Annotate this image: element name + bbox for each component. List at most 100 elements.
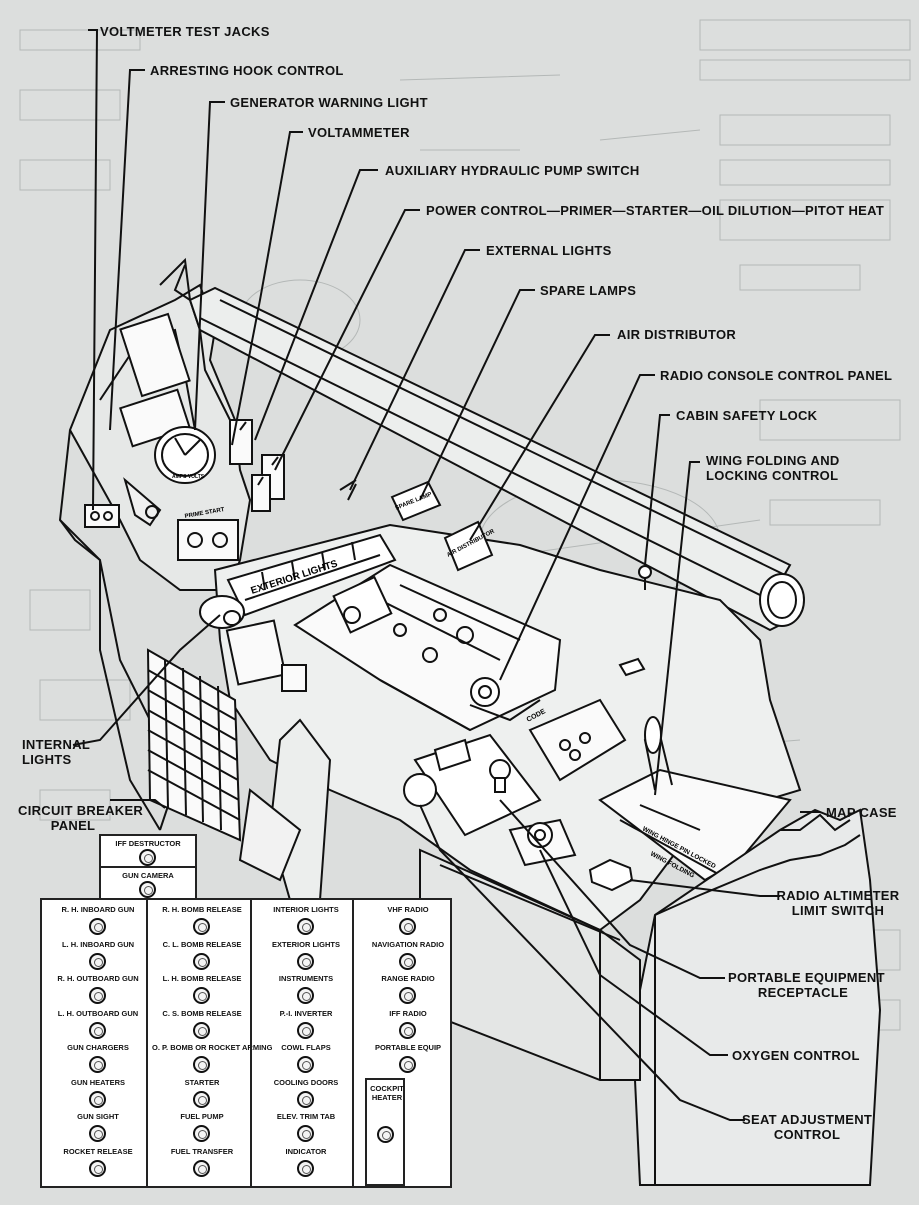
circuit-breaker-label: RANGE RADIO — [381, 974, 435, 983]
circuit-breaker-knob — [139, 881, 156, 898]
circuit-breaker-knob — [193, 918, 210, 935]
circuit-breaker-knob — [139, 849, 156, 866]
panel-divider — [146, 900, 148, 1186]
circuit-breaker: GUN CHARGERS — [48, 1042, 148, 1076]
circuit-breaker-knob — [297, 918, 314, 935]
callout-radio-altimeter-line2: LIMIT SWITCH — [791, 903, 885, 918]
circuit-breaker-label: P.-I. INVERTER — [279, 1008, 333, 1018]
circuit-breaker-knob — [193, 1159, 210, 1177]
circuit-breaker: COOLING DOORS — [256, 1077, 356, 1111]
callout-circuit-breaker-panel-line2: PANEL — [50, 818, 96, 833]
circuit-breaker-panel: R. H. INBOARD GUN L. H. INBOARD GUN R. H. … — [40, 898, 452, 1188]
circuit-breaker-knob — [89, 1159, 106, 1177]
circuit-breaker-label: ROCKET RELEASE — [63, 1146, 133, 1156]
callout-internal-lights-line2: LIGHTS — [22, 752, 72, 767]
callout-leader-lines — [72, 29, 820, 1121]
amps-volts-plate-text: AMPS VOLTS — [172, 474, 205, 480]
circuit-breaker-label: INTERIOR LIGHTS — [273, 905, 339, 914]
circuit-breaker: INSTRUMENTS — [256, 973, 356, 1007]
callout-map-case: MAP CASE — [826, 805, 897, 820]
circuit-breaker-label: GUN SIGHT — [77, 1112, 119, 1121]
circuit-breaker-label: EXTERIOR LIGHTS — [272, 939, 340, 949]
circuit-breaker-label: INSTRUMENTS — [278, 974, 334, 983]
circuit-breaker-knob — [297, 1021, 314, 1039]
circuit-breaker-knob — [89, 1125, 106, 1142]
circuit-breaker-knob — [89, 987, 106, 1004]
circuit-breaker-label: INDICATOR — [285, 1146, 327, 1156]
circuit-breaker-gun-camera: GUN CAMERA — [99, 866, 197, 900]
callout-portable-equipment-line2: RECEPTACLE — [757, 985, 849, 1000]
circuit-breaker: PORTABLE EQUIP — [358, 1042, 458, 1076]
circuit-breaker-knob — [399, 1021, 416, 1039]
circuit-breaker-knob — [297, 1125, 314, 1142]
circuit-breaker-knob — [193, 952, 210, 970]
circuit-breaker-knob — [89, 918, 106, 935]
callout-arresting-hook-control: ARRESTING HOOK CONTROL — [150, 63, 344, 78]
circuit-breaker: ROCKET RELEASE — [48, 1146, 148, 1180]
circuit-breaker-knob — [193, 1125, 210, 1142]
callout-cabin-safety-lock: CABIN SAFETY LOCK — [676, 408, 818, 423]
circuit-breaker: R. H. BOMB RELEASE — [152, 904, 252, 938]
circuit-breaker-cockpit-heater: COCKPIT HEATER — [365, 1078, 405, 1186]
circuit-breaker-knob — [297, 1056, 314, 1073]
circuit-breaker-label: R. H. INBOARD GUN — [61, 905, 135, 914]
callout-auxiliary-hydraulic-pump-switch: AUXILIARY HYDRAULIC PUMP SWITCH — [385, 163, 640, 178]
circuit-breaker: IFF RADIO — [358, 1008, 458, 1042]
circuit-breaker: FUEL TRANSFER — [152, 1146, 252, 1180]
circuit-breaker: L. H. BOMB RELEASE — [152, 973, 252, 1007]
circuit-breaker: L. H. INBOARD GUN — [48, 939, 148, 973]
panel-divider — [250, 900, 252, 1186]
circuit-breaker-label: L. H. INBOARD GUN — [61, 939, 135, 949]
circuit-breaker-label: STARTER — [184, 1077, 220, 1087]
circuit-breaker: COWL FLAPS — [256, 1042, 356, 1076]
circuit-breaker-label: COOLING DOORS — [273, 1077, 339, 1087]
circuit-breaker-knob — [89, 1056, 106, 1073]
callout-wing-folding-line1: WING FOLDING AND — [706, 453, 840, 468]
circuit-breaker-label: FUEL TRANSFER — [170, 1146, 234, 1156]
circuit-breaker-knob — [399, 987, 416, 1004]
callout-generator-warning-light: GENERATOR WARNING LIGHT — [230, 95, 428, 110]
callout-seat-adjustment-line1: SEAT ADJUSTMENT — [742, 1112, 873, 1127]
circuit-breaker: L. H. OUTBOARD GUN — [48, 1008, 148, 1042]
circuit-breaker: EXTERIOR LIGHTS — [256, 939, 356, 973]
circuit-breaker-label: R. H. OUTBOARD GUN — [57, 974, 139, 983]
circuit-breaker-label: C. L. BOMB RELEASE — [162, 939, 242, 949]
circuit-breaker: C. S. BOMB RELEASE — [152, 1008, 252, 1042]
circuit-breaker-label: NAVIGATION RADIO — [371, 939, 445, 949]
circuit-breaker-knob — [399, 1056, 416, 1073]
circuit-breaker: C. L. BOMB RELEASE — [152, 939, 252, 973]
circuit-breaker: GUN SIGHT — [48, 1111, 148, 1145]
circuit-breaker: R. H. OUTBOARD GUN — [48, 973, 148, 1007]
callout-oxygen-control: OXYGEN CONTROL — [732, 1048, 860, 1063]
circuit-breaker: INTERIOR LIGHTS — [256, 904, 356, 938]
circuit-breaker-knob — [297, 1159, 314, 1177]
circuit-breaker-label: GUN CAMERA — [122, 871, 174, 880]
callout-spare-lamps: SPARE LAMPS — [540, 283, 637, 298]
callout-external-lights: EXTERNAL LIGHTS — [486, 243, 612, 258]
circuit-breaker-label: PORTABLE EQUIP — [374, 1043, 442, 1052]
circuit-breaker: INDICATOR — [256, 1146, 356, 1180]
circuit-breaker-knob — [377, 1126, 394, 1143]
circuit-breaker-knob — [89, 1021, 106, 1039]
circuit-breaker-label: L. H. OUTBOARD GUN — [57, 1008, 139, 1018]
callout-air-distributor: AIR DISTRIBUTOR — [617, 327, 737, 342]
panel-divider — [352, 900, 354, 1186]
callout-portable-equipment-line1: PORTABLE EQUIPMENT — [728, 970, 885, 985]
callout-internal-lights-line1: INTERNAL — [22, 737, 91, 752]
circuit-breaker: O. P. BOMB OR ROCKET ARMING — [152, 1042, 272, 1076]
circuit-breaker-label: COWL FLAPS — [281, 1043, 331, 1052]
circuit-breaker: GUN HEATERS — [48, 1077, 148, 1111]
callout-power-control: POWER CONTROL—PRIMER—STARTER—OIL DILUTIO… — [426, 203, 885, 218]
circuit-breaker-label: GUN CHARGERS — [67, 1043, 129, 1052]
circuit-breaker-label: VHF RADIO — [387, 905, 429, 914]
circuit-breaker-iff-destructor: IFF DESTRUCTOR — [99, 834, 197, 868]
circuit-breaker-label: ELEV. TRIM TAB — [276, 1112, 336, 1121]
circuit-breaker-label: FUEL PUMP — [180, 1112, 224, 1121]
circuit-breaker-knob — [89, 1090, 106, 1108]
circuit-breaker-knob — [297, 952, 314, 970]
circuit-breaker: R. H. INBOARD GUN — [48, 904, 148, 938]
circuit-breaker: STARTER — [152, 1077, 252, 1111]
circuit-breaker: RANGE RADIO — [358, 973, 458, 1007]
circuit-breaker-knob — [89, 952, 106, 970]
